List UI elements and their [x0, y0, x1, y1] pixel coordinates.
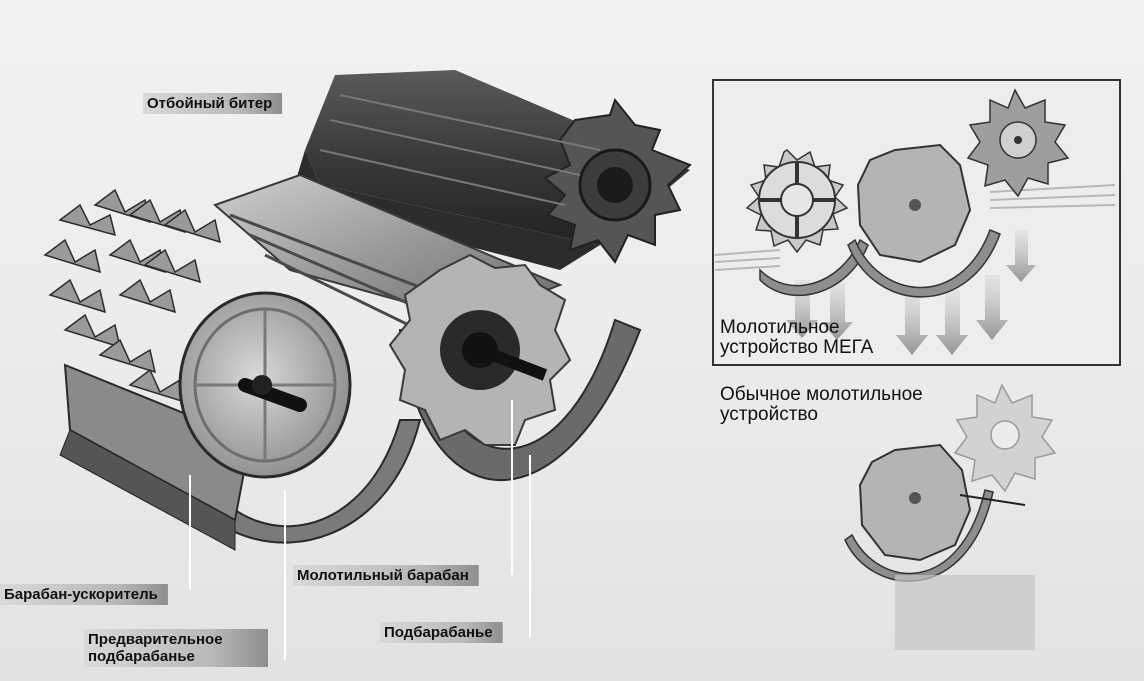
label-beater: Отбойный битер: [143, 93, 283, 114]
label-accelerator-drum: Барабан-ускоритель: [0, 584, 168, 605]
label-pre-concave-line2: подбарабанье: [88, 648, 195, 665]
inset-panel: [712, 79, 1121, 366]
label-pre-concave-line1: Предварительное: [88, 631, 223, 648]
label-concave: Подбарабанье: [380, 622, 503, 643]
conventional-unit: [844, 383, 1057, 650]
threshing-drum: [213, 173, 572, 446]
concave-housing: [59, 318, 642, 551]
conventional-beater: [953, 383, 1057, 493]
label-threshing-drum: Молотильный барабан: [293, 565, 479, 586]
conventional-label-line1: Обычное молотильное: [720, 384, 923, 405]
mega-label-line1: Молотильное: [720, 317, 840, 338]
label-pre-concave: Предварительное подбарабанье: [84, 629, 268, 667]
mega-label-line2: устройство МЕГА: [720, 337, 874, 358]
beater-cylinder: [290, 70, 692, 270]
mega-beater: [966, 88, 1070, 198]
grain-flow-arrows: [786, 230, 1036, 355]
accelerator-drum: [43, 188, 352, 479]
conventional-label-line2: устройство: [720, 404, 818, 425]
leader-lines: [189, 400, 531, 660]
mega-threshing-drum: [856, 143, 972, 264]
conventional-grain-flow: [895, 575, 1035, 650]
mega-accelerator-wheel: [745, 149, 849, 254]
